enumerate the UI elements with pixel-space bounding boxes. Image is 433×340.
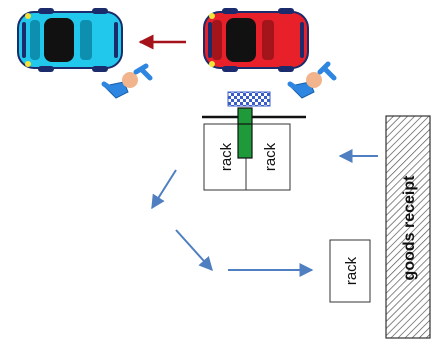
hand-right-icon <box>287 61 337 99</box>
goods-receipt-dock <box>385 115 431 339</box>
arrow-rack-downleft <box>151 169 177 210</box>
rack-right-label: rack <box>262 142 279 171</box>
car-blue-icon <box>17 8 123 72</box>
arrow-downright <box>175 229 213 272</box>
rack-left-label: rack <box>218 142 235 171</box>
checkered-flag-icon <box>227 91 271 107</box>
rack-lone-box <box>329 239 371 303</box>
car-red-icon <box>203 8 309 72</box>
rack-lone-label: rack <box>343 256 360 285</box>
goods-receipt-label: goods receipt <box>401 175 418 281</box>
hand-left-icon <box>101 63 153 99</box>
